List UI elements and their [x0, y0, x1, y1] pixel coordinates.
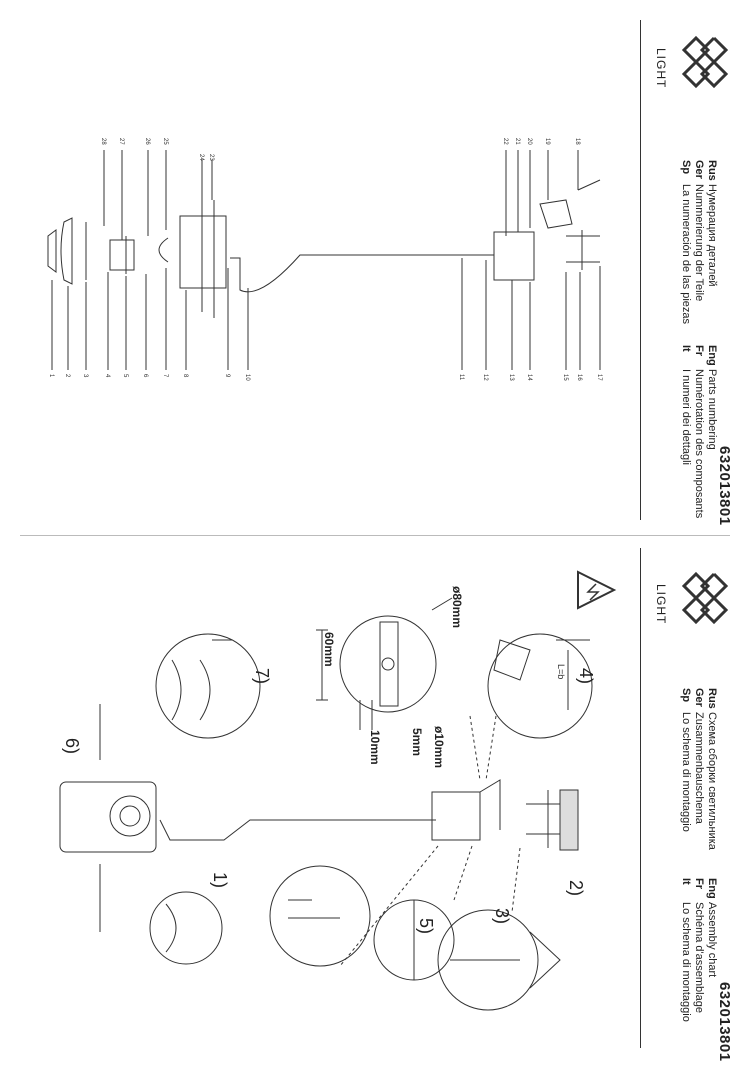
legend-row: SpLa numeración de las piezas: [680, 160, 692, 325]
part-number: 13: [508, 374, 514, 381]
assembly-product-code: 632013801: [716, 982, 733, 1062]
legend-row: RusНумерация деталей: [706, 160, 718, 287]
assembly-legend-col2: EngAssembly chart FrSchéma d'assemblage …: [679, 878, 718, 1022]
step-label: 3): [492, 908, 512, 925]
part-number: 22: [502, 138, 508, 145]
part-number: 12: [482, 374, 488, 381]
step-label: 4): [576, 668, 596, 685]
part-number: 18: [574, 138, 580, 145]
step-label: 5): [416, 918, 436, 935]
assembly-sheet-divider: [640, 548, 641, 1048]
legend-row: RusСхема сборки светильника: [706, 688, 718, 850]
parts-product-code: 632013801: [716, 446, 733, 526]
sheet-split-line: [20, 535, 730, 536]
part-number: 2: [64, 374, 70, 378]
dimension-offset-a: 5mm: [410, 728, 424, 757]
dimension-length: 60mm: [322, 632, 336, 667]
legend-row: ItI numeri dei dettagli: [680, 345, 692, 465]
part-number: 7: [162, 374, 168, 378]
part-number: 27: [118, 138, 124, 145]
legend-row: GerZusammenbauschema: [693, 688, 705, 824]
part-number: 23: [208, 154, 214, 161]
step-label: 1): [210, 872, 230, 889]
dimension-offset-b: 10mm: [368, 730, 382, 765]
part-number: 25: [162, 138, 168, 145]
part-number: 9: [224, 374, 230, 378]
parts-brand-label: LIGHT: [654, 48, 668, 89]
part-number: 8: [182, 374, 188, 378]
part-number: 17: [596, 374, 602, 381]
part-number: 14: [526, 374, 532, 381]
step-label: 6): [62, 738, 82, 755]
legend-row: FrNumérotation des composants: [693, 345, 705, 519]
part-number: 20: [526, 138, 532, 145]
part-number: 5: [122, 374, 128, 378]
assembly-brand-label: LIGHT: [654, 584, 668, 625]
part-number: 4: [104, 374, 110, 378]
assembly-legend-col1: RusСхема сборки светильника GerZusammenb…: [679, 688, 718, 850]
step-label: 2): [566, 880, 586, 897]
parts-legend-col1: RusНумерация деталей GerNummerierung der…: [679, 160, 718, 324]
part-number: 19: [544, 138, 550, 145]
part-number: 16: [576, 374, 582, 381]
part-number: 1: [48, 374, 54, 378]
dimension-diameter: ø80mm: [450, 586, 464, 629]
electric-hazard-icon: [577, 570, 617, 610]
parts-sheet-divider: [640, 20, 641, 520]
part-number: 26: [144, 138, 150, 145]
dimension-hole: ø10mm: [432, 726, 446, 769]
legend-row: GerNummerierung der Teile: [693, 160, 705, 302]
part-number: 3: [82, 374, 88, 378]
legend-row: SpLo schema di montaggio: [680, 688, 692, 832]
part-number: 11: [458, 374, 464, 381]
legend-row: FrSchéma d'assemblage: [693, 878, 705, 1013]
part-number: 15: [562, 374, 568, 381]
part-number: 24: [198, 154, 204, 161]
wire-length-label: L=b: [556, 664, 566, 680]
part-number: 6: [142, 374, 148, 378]
step-label: 7): [252, 668, 272, 685]
part-number: 28: [100, 138, 106, 145]
parts-legend-col2: EngParts numbering FrNumérotation des co…: [679, 345, 718, 518]
legend-row: ItLo schema di montaggio: [680, 878, 692, 1022]
part-number: 21: [514, 138, 520, 145]
part-number: 10: [244, 374, 250, 381]
